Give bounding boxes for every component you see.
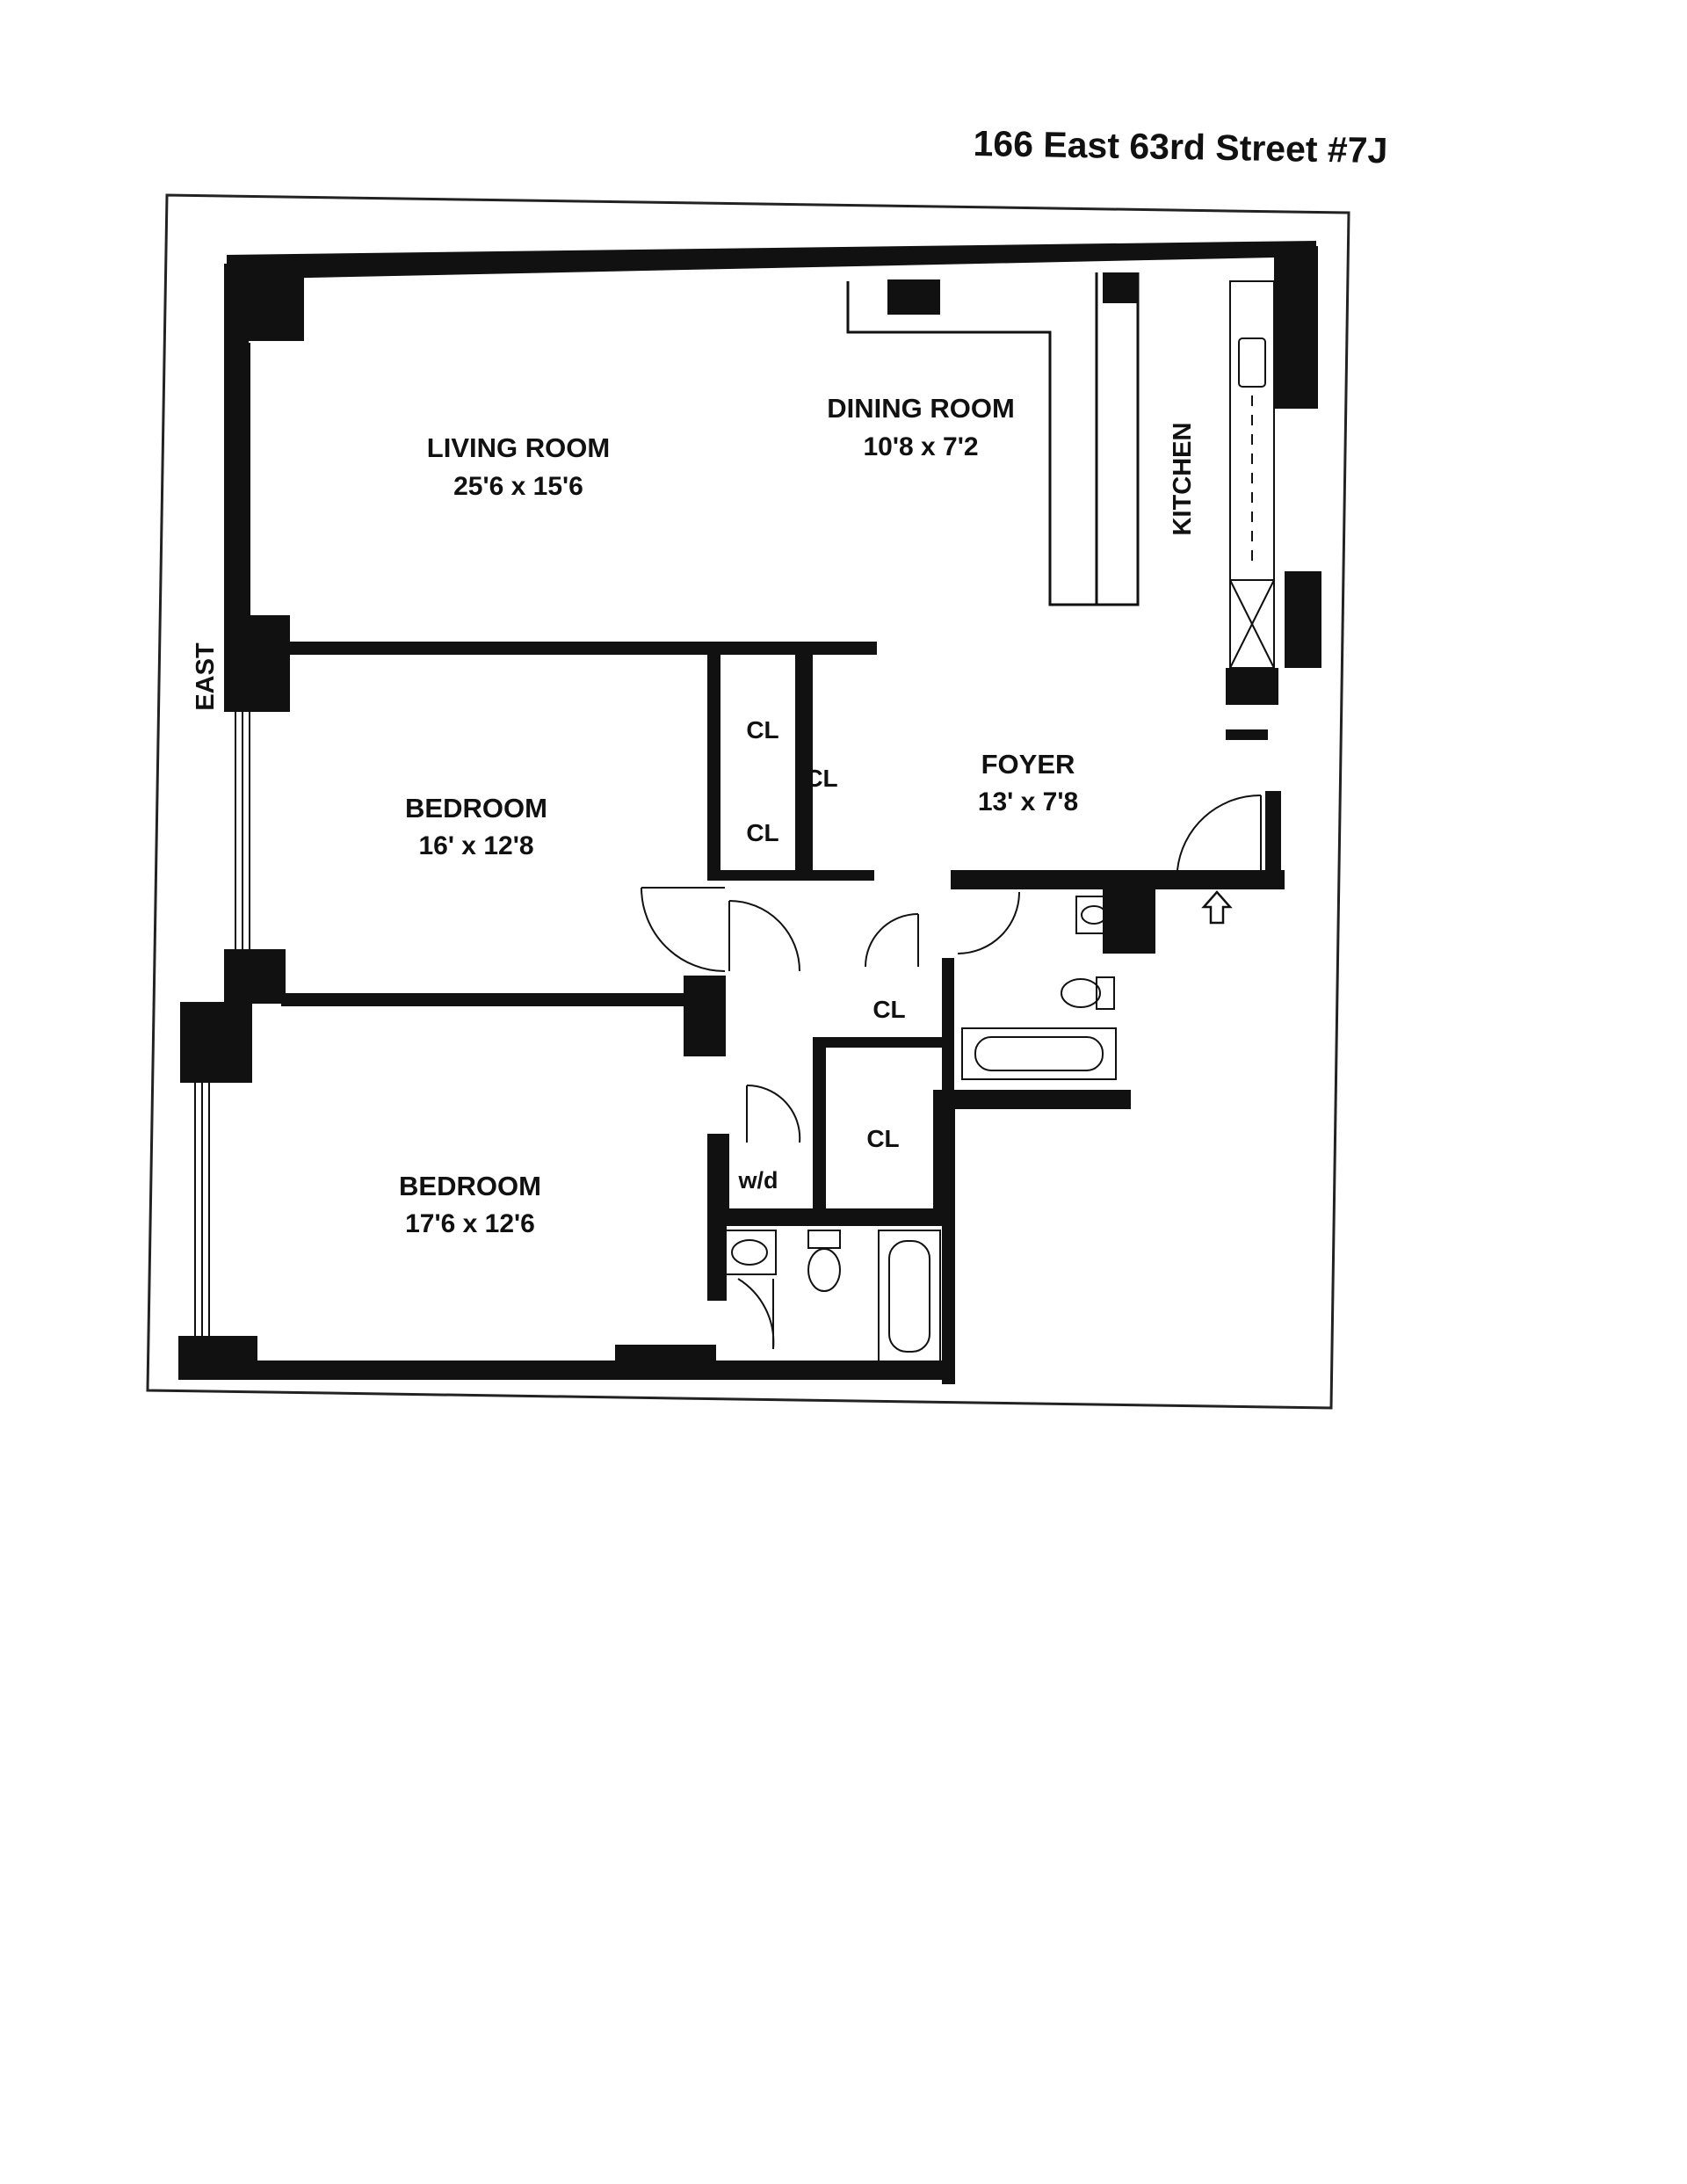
bedroom-2-size: 17'6 x 12'6 — [405, 1209, 535, 1238]
dining-room-size: 10'8 x 7'2 — [863, 432, 978, 461]
foyer-label: FOYER — [981, 749, 1075, 780]
plan-frame — [146, 193, 1350, 1410]
orientation-label: EAST — [192, 642, 220, 711]
kitchen-fixtures — [1229, 280, 1275, 669]
kitchen-label: KITCHEN — [1169, 423, 1197, 536]
bedroom-1-size: 16' x 12'8 — [418, 831, 533, 860]
living-room-size: 25'6 x 15'6 — [453, 472, 583, 501]
living-room-label: LIVING ROOM — [427, 432, 610, 463]
up-arrow-icon — [1201, 890, 1233, 925]
closet-label: CL — [866, 1125, 899, 1152]
windows — [194, 343, 250, 1336]
bedroom-2-label: BEDROOM — [399, 1171, 541, 1201]
laundry-label: w/d — [738, 1167, 778, 1194]
walls — [178, 241, 1321, 1384]
closet-label: CL — [746, 716, 778, 744]
closet-label: CL — [872, 996, 905, 1023]
bedroom-1-label: BEDROOM — [405, 793, 547, 824]
dining-counter — [846, 272, 1140, 606]
foyer-size: 13' x 7'8 — [978, 787, 1078, 816]
closet-label: CL — [805, 765, 837, 792]
doors — [641, 794, 1262, 1350]
dining-room-label: DINING ROOM — [827, 393, 1015, 424]
closet-label: CL — [746, 819, 778, 846]
bath-fixtures — [722, 896, 1117, 1363]
